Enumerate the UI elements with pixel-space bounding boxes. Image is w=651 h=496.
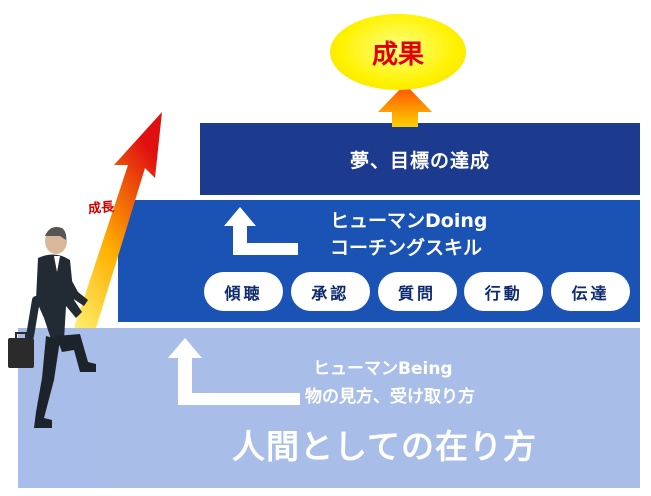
goal-up-arrow (378, 84, 432, 127)
skill-pills: 傾聴 承認 質問 行動 伝達 (204, 272, 630, 312)
goal-label: 成果 (371, 39, 424, 70)
skill-pill-questioning: 質問 (377, 272, 457, 311)
step-being (18, 328, 640, 488)
being-text: ヒューマンBeing 物の見方、受け取り方 (305, 355, 475, 411)
being-main-label: 人間としての在り方 (232, 427, 538, 466)
skill-pill-acknowledgement: 承認 (290, 272, 370, 311)
being-title: ヒューマンBeing (313, 359, 453, 379)
being-subtitle: 物の見方、受け取り方 (305, 387, 475, 407)
skill-pill-communication: 伝達 (551, 272, 630, 311)
step-goal (200, 123, 640, 195)
goal-ellipse: 成果 (330, 14, 466, 90)
being-bent-arrow (168, 338, 300, 405)
goal-step-label: 夢、目標の達成 (349, 149, 490, 172)
skill-pill-action: 行動 (464, 272, 544, 311)
doing-title: ヒューマンDoing (330, 210, 488, 232)
growth-arrow (74, 112, 162, 328)
skill-pill-listening: 傾聴 (204, 272, 283, 311)
doing-text: ヒューマンDoing コーチングスキル (330, 208, 487, 262)
small-stairs (18, 330, 100, 488)
doing-bent-arrow (224, 207, 298, 255)
doing-subtitle: コーチングスキル (330, 237, 483, 259)
